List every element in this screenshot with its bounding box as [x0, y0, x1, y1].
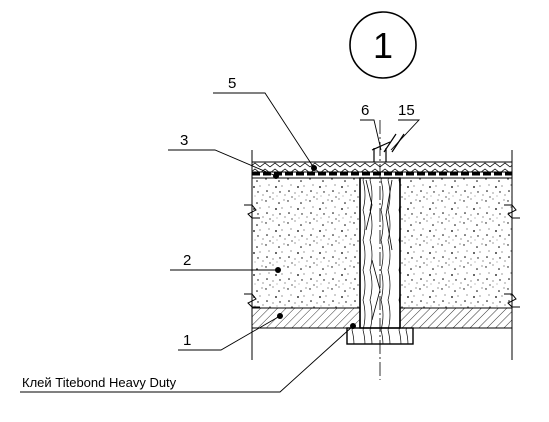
detail-number: 1 — [373, 25, 393, 66]
callout-15: 15 — [398, 102, 415, 119]
callout-1: 1 — [183, 332, 191, 349]
joint-gap-markers — [371, 133, 405, 162]
callout-5: 5 — [228, 75, 236, 92]
foam-insulation — [252, 178, 512, 308]
bottom-osb-layer — [251, 307, 513, 329]
leader-lines — [20, 92, 421, 393]
callout-2: 2 — [183, 252, 191, 269]
callout-3: 3 — [180, 132, 188, 149]
adhesive-note: Клей Titebond Heavy Duty — [22, 375, 177, 390]
leader-dots — [273, 165, 356, 329]
callout-6: 6 — [361, 102, 369, 119]
detail-number-marker: 1 — [349, 11, 417, 79]
top-layers — [251, 161, 513, 179]
break-lines — [244, 204, 520, 308]
